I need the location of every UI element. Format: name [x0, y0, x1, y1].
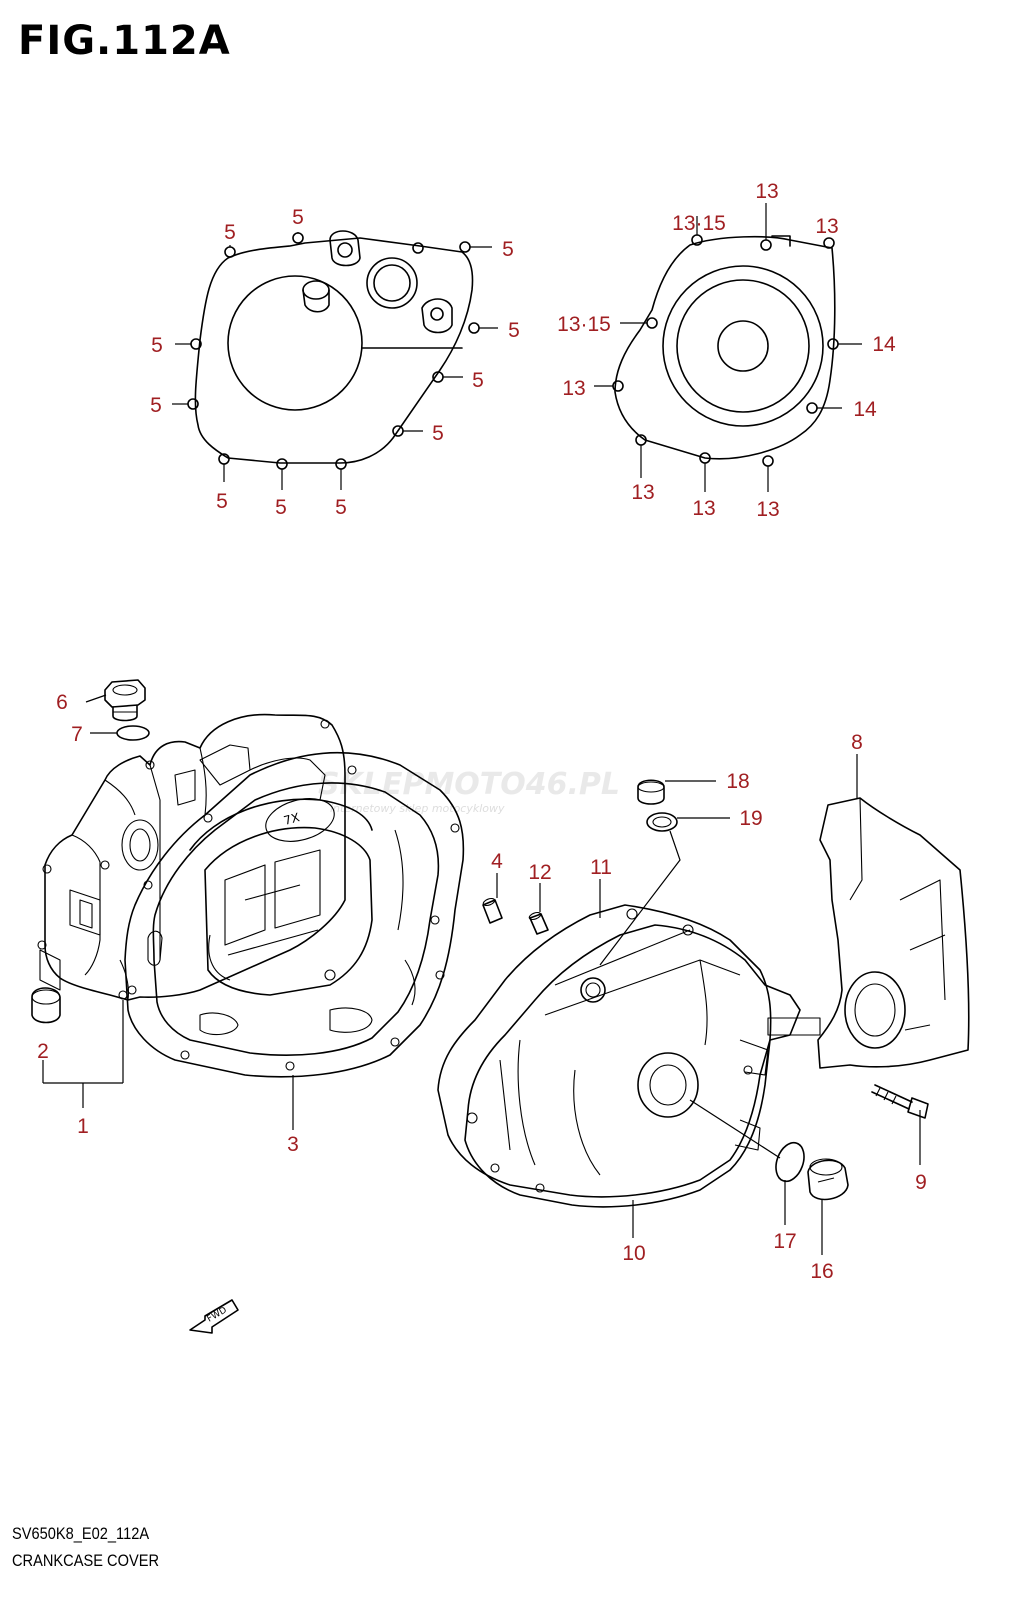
callout-18: 18	[726, 770, 749, 793]
callout-labels: 5 5 5 5 5 5 5 5 5 5 5 13 13·15 13 13·15 …	[37, 180, 927, 1283]
callout-4: 4	[491, 850, 503, 873]
callout-5: 5	[224, 221, 236, 244]
callout-13: 13	[631, 481, 654, 504]
generator-cover-part-10	[464, 908, 801, 1208]
figure-name: CRANKCASE COVER	[12, 1551, 160, 1570]
callout-12: 12	[528, 861, 551, 884]
clutch-cover-outline	[187, 230, 480, 470]
dowel-pin-part-12	[528, 911, 549, 935]
callout-5: 5	[502, 238, 514, 261]
plug-part-16	[807, 1158, 849, 1201]
callout-13: 13	[692, 497, 715, 520]
watermark: SKLEPMOTO46.PL internetowy sklep motocyk…	[318, 767, 620, 815]
callout-5: 5	[216, 490, 228, 513]
callout-17: 17	[773, 1230, 796, 1253]
plug-part-18	[637, 779, 665, 805]
sprocket-cover-part-8	[767, 797, 970, 1069]
callout-2: 2	[37, 1040, 49, 1063]
callout-7: 7	[71, 723, 83, 746]
figure-code: SV650K8_E02_112A	[12, 1524, 150, 1543]
callout-6: 6	[56, 691, 68, 714]
callout-5: 5	[508, 319, 520, 342]
callout-13-15: 13·15	[672, 212, 726, 235]
callout-14: 14	[872, 333, 896, 356]
callout-13: 13	[755, 180, 778, 203]
callout-5: 5	[335, 496, 347, 519]
callout-13-15: 13·15	[557, 313, 611, 336]
callout-5: 5	[151, 334, 163, 357]
generator-gasket-part-11	[437, 904, 772, 1198]
plug-part-2	[31, 987, 61, 1024]
dowel-pin-part-4	[482, 897, 503, 924]
callout-13: 13	[756, 498, 779, 521]
callout-5: 5	[275, 496, 287, 519]
svg-text:SKLEPMOTO46.PL: SKLEPMOTO46.PL	[318, 767, 620, 802]
figure-title: FIG.112A	[18, 18, 231, 64]
callout-5: 5	[472, 369, 484, 392]
o-ring-part-19	[646, 812, 678, 832]
callout-16: 16	[810, 1260, 833, 1283]
svg-text:internetowy sklep motocyklowy: internetowy sklep motocyklowy	[330, 802, 505, 815]
callout-9: 9	[915, 1171, 927, 1194]
leader-lines	[42, 203, 921, 1255]
callout-13: 13	[815, 215, 838, 238]
gasket-part-3: 7X	[124, 751, 465, 1078]
callout-14: 14	[853, 398, 877, 421]
callout-5: 5	[432, 422, 444, 445]
fwd-arrow-icon: FWD	[189, 1299, 239, 1334]
callout-1: 1	[77, 1115, 89, 1138]
callout-13: 13	[562, 377, 585, 400]
callout-5: 5	[150, 394, 162, 417]
generator-cover-outline	[612, 234, 839, 467]
callout-10: 10	[622, 1242, 645, 1265]
cover-bolt-holes	[187, 232, 480, 470]
svg-text:FWD: FWD	[206, 1305, 229, 1324]
callout-8: 8	[851, 731, 863, 754]
callout-11: 11	[590, 856, 612, 879]
svg-text:7X: 7X	[282, 810, 301, 828]
callout-3: 3	[287, 1133, 299, 1156]
o-ring-part-7	[116, 725, 150, 741]
callout-5: 5	[292, 206, 304, 229]
bolt-part-9	[871, 1084, 929, 1119]
o-ring-part-17	[775, 1141, 805, 1183]
oil-filler-cap-part-6	[104, 679, 146, 722]
callout-19: 19	[739, 807, 762, 830]
